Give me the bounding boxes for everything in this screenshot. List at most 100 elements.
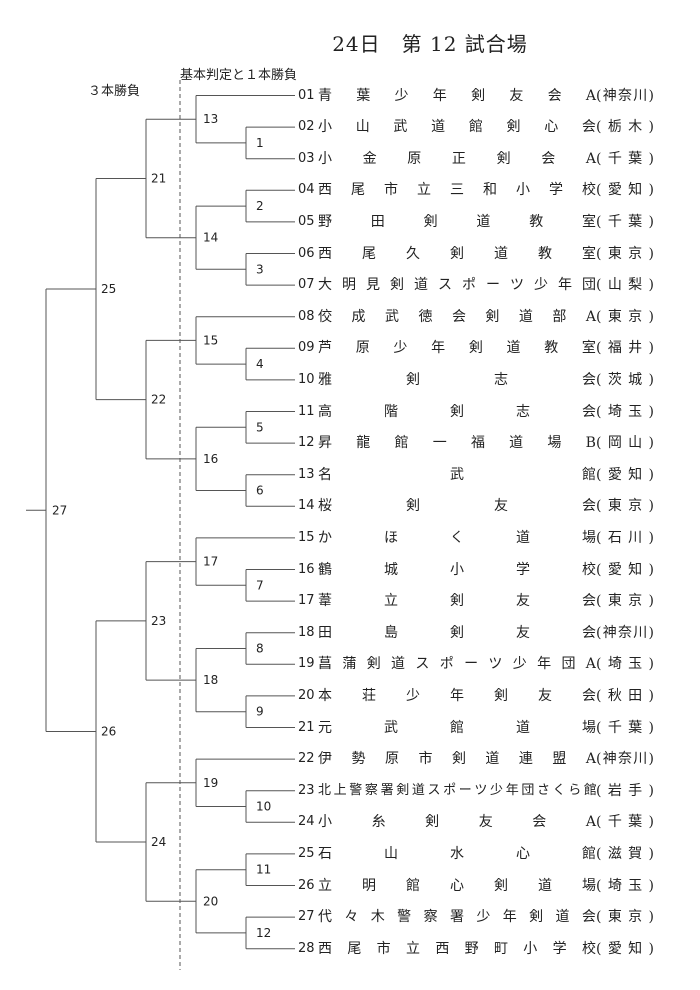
prefecture: (千葉) [596,213,654,230]
entry-number: 21 [298,719,315,735]
match-number-label: 20 [203,894,218,908]
prefecture: (埼玉) [596,403,654,420]
team-name: 北上警察署剣道スポーツ少年団さくら館 [318,782,597,798]
prefecture: (埼玉) [596,656,654,673]
team-name: 代々木警察署少年剣道会 [318,909,596,926]
entry-number: 05 [298,213,315,229]
entry-number: 12 [298,435,315,451]
team-name: 高階剣志会 [318,403,596,420]
match-number-label: 2 [256,199,264,213]
prefecture: (山梨) [596,277,654,294]
entry-number: 07 [298,277,315,293]
match-number-label: 9 [256,705,264,719]
entry-number: 20 [298,687,315,703]
team-name: 大明見剣道スポーツ少年団 [318,277,596,294]
team-name: 雅剣志会 [318,371,596,388]
prefecture: (東京) [596,909,654,926]
prefecture: (千葉) [596,814,654,831]
match-number-label: 21 [151,171,166,185]
team-name: 本荘少年剣友会 [318,687,596,704]
match-number-label: 5 [256,420,264,434]
match-number-label: 16 [203,452,218,466]
prefecture: (千葉) [596,150,654,167]
prefecture: (愛知) [596,561,654,578]
prefecture: (愛知) [596,940,654,957]
prefecture: (茨城) [596,371,654,388]
team-name: 西尾市立西野町小学校 [318,940,596,957]
page-title: 24日 第 12 試合場 [332,32,528,56]
prefecture: (東京) [596,498,654,515]
prefecture: (福井) [596,340,654,357]
entry-number: 06 [298,245,315,261]
entry-number: 22 [298,751,315,767]
match-number-label: 1 [256,136,264,150]
match-number-label: 11 [256,863,271,877]
match-number-label: 22 [151,393,166,407]
prefecture: (東京) [596,245,654,262]
entry-number: 27 [298,909,315,925]
prefecture: (東京) [596,593,654,610]
entry-number: 01 [298,87,315,103]
match-number-label: 27 [52,503,67,517]
match-number-label: 3 [256,262,264,276]
match-number-label: 10 [256,800,271,814]
match-number-label: 19 [203,776,218,790]
team-name: かほく道場 [318,529,596,546]
team-name: 葦立剣友会 [318,593,596,610]
entry-number: 13 [298,466,315,482]
team-name: 西尾久剣道教室 [318,245,596,262]
team-name: 元武館道場 [318,719,596,736]
entry-number: 10 [298,371,315,387]
match-number-label: 26 [101,724,116,738]
prefecture: (滋賀) [596,845,654,862]
header-three-point-match: ３本勝負 [88,84,141,99]
prefecture: (岩手) [596,782,654,799]
entry-number: 16 [298,561,315,577]
match-number-label: 6 [256,484,264,498]
entry-number: 23 [298,782,315,798]
prefecture: (愛知) [596,466,654,483]
prefecture: (千葉) [596,719,654,736]
entry-number: 26 [298,877,315,893]
team-name: 田島剣友会 [318,624,596,641]
team-name: 小山武道館剣心会 [318,119,596,136]
team-name: 石山水心館 [318,845,596,862]
prefecture: (神奈川) [596,624,654,641]
match-number-label: 15 [203,333,218,347]
prefecture: (東京) [596,308,654,325]
prefecture: (埼玉) [596,877,654,894]
entry-number: 03 [298,150,315,166]
header-basic-judgment: 基本判定と１本勝負 [180,68,298,83]
match-number-label: 24 [151,835,166,849]
entry-number: 14 [298,498,315,514]
entry-number: 18 [298,624,315,640]
entry-number: 08 [298,308,315,324]
entry-number: 28 [298,940,315,956]
match-number-label: 4 [256,357,264,371]
entry-number: 15 [298,529,315,545]
